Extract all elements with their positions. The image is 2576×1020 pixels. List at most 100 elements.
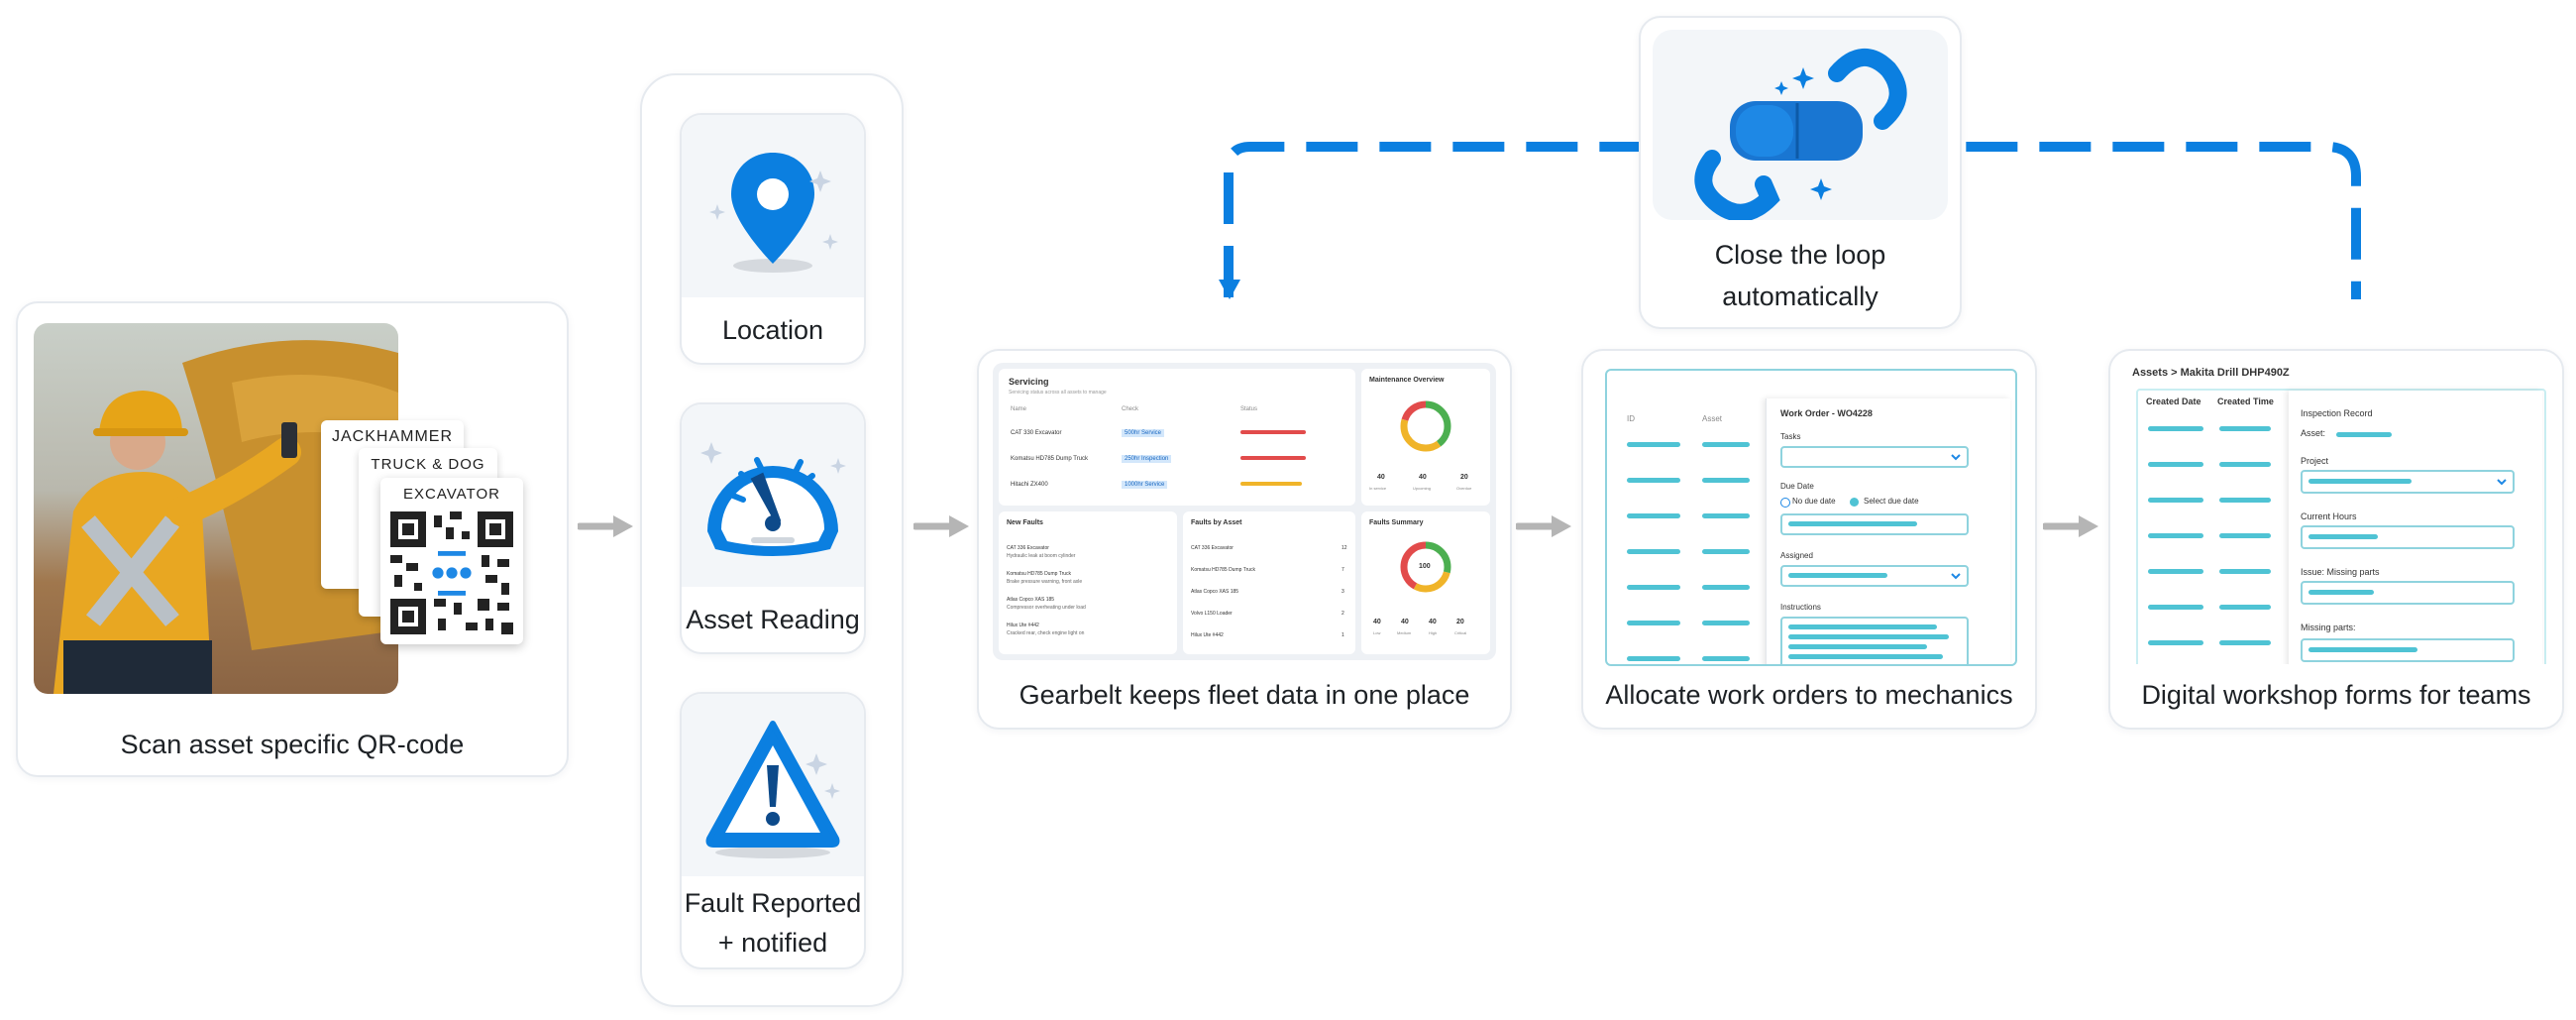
workorder-screenshot: ID Asset Work Order - WO4228 Tasks Due D… xyxy=(1605,369,2017,666)
col-created-time: Created Time xyxy=(2217,397,2274,406)
location-card: Location xyxy=(680,113,866,365)
forms-rows xyxy=(2138,391,2297,664)
loop-card: Close the loop automatically xyxy=(1639,16,1962,329)
summary-value: 40 xyxy=(1373,619,1381,625)
row-placeholder xyxy=(1702,549,1750,554)
loop-tile xyxy=(1653,30,1948,222)
servicing-col-status: Status xyxy=(1240,406,1258,412)
forms-screenshot: Assets > Makita Drill DHP490Z Created Da… xyxy=(2120,361,2552,664)
arrow-right-icon xyxy=(2043,515,2098,537)
faults-summary-panel: Faults Summary 100 40 40 40 20 Low Mediu… xyxy=(1361,511,1490,654)
new-faults-title: New Faults xyxy=(1007,519,1043,526)
maintenance-panel: Maintenance Overview 40 40 20 In service… xyxy=(1361,369,1490,506)
asset-label: Asset: xyxy=(2301,428,2326,438)
servicing-row-name: CAT 330 Excavator xyxy=(1011,430,1062,436)
row-placeholder xyxy=(2148,533,2203,538)
workorders-caption: Allocate work orders to mechanics xyxy=(1605,680,2013,710)
field-value xyxy=(1788,573,1887,578)
fault-caption-line1: Fault Reported xyxy=(684,888,862,918)
field-value xyxy=(1788,624,1937,629)
servicing-col-name: Name xyxy=(1011,406,1027,412)
missing-parts-label: Missing parts: xyxy=(2301,623,2356,632)
byasset-count: 3 xyxy=(1342,589,1344,595)
hours-field[interactable] xyxy=(2301,525,2515,549)
row-placeholder xyxy=(2219,605,2271,610)
asset-value xyxy=(2336,432,2392,437)
field-value xyxy=(1788,634,1949,639)
row-placeholder xyxy=(1702,585,1750,590)
faults-by-asset-panel: Faults by Asset CAT 336 Excavator 12 Kom… xyxy=(1183,511,1355,654)
warning-icon xyxy=(705,721,840,858)
row-placeholder xyxy=(2219,640,2271,645)
project-label: Project xyxy=(2301,456,2329,466)
row-placeholder xyxy=(1627,478,1680,483)
fault-asset: Komatsu HD785 Dump Truck xyxy=(1007,571,1072,577)
byasset-name: CAT 336 Excavator xyxy=(1191,545,1234,551)
row-placeholder xyxy=(2219,533,2271,538)
fault-asset: Atlas Copco XAS 185 xyxy=(1007,597,1055,603)
summary-label: Medium xyxy=(1397,630,1412,635)
row-placeholder xyxy=(1702,478,1750,483)
row-placeholder xyxy=(1627,442,1680,447)
row-placeholder xyxy=(1702,656,1750,661)
new-faults-panel: New Faults CAT 336 Excavator Hydraulic l… xyxy=(999,511,1177,654)
row-placeholder xyxy=(2219,462,2271,467)
workorder-title: Work Order - WO4228 xyxy=(1780,408,1873,418)
byasset-count: 1 xyxy=(1342,632,1344,638)
byasset-count: 2 xyxy=(1342,611,1344,617)
fault-desc: Cracked rear, check engine light on xyxy=(1007,630,1085,636)
arrow-right-icon xyxy=(578,515,633,537)
row-placeholder xyxy=(2148,569,2203,574)
forms-caption: Digital workshop forms for teams xyxy=(2141,680,2531,710)
summary-label: High xyxy=(1429,630,1438,635)
fault-desc: Compressor overheating under load xyxy=(1007,605,1086,611)
missing-parts-field[interactable] xyxy=(2301,638,2515,662)
summary-value: 40 xyxy=(1401,619,1409,625)
maint-label: Upcoming xyxy=(1413,486,1432,491)
byasset-name: Hilux Ute #442 xyxy=(1191,632,1224,638)
field-value xyxy=(1788,644,1927,649)
assigned-dropdown[interactable] xyxy=(1780,565,1969,587)
servicing-row-check: 250hr Inspection xyxy=(1122,455,1172,463)
no-due-radio[interactable] xyxy=(1780,498,1790,508)
instructions-textarea[interactable] xyxy=(1780,617,1969,664)
loop-caption-line2: automatically xyxy=(1722,282,1878,311)
location-caption: Location xyxy=(721,315,824,345)
fleet-card: Servicing Servicing status across all as… xyxy=(977,349,1512,730)
due-date-field[interactable] xyxy=(1780,513,1969,535)
servicing-row-check: 1000hr Service xyxy=(1122,481,1168,489)
row-placeholder xyxy=(1627,656,1680,661)
forms-card: Assets > Makita Drill DHP490Z Created Da… xyxy=(2108,349,2564,730)
row-placeholder xyxy=(2148,605,2203,610)
scan-caption: Scan asset specific QR-code xyxy=(120,730,465,759)
location-tile xyxy=(682,115,864,297)
fault-card: Fault Reported + notified xyxy=(680,692,866,969)
tasks-dropdown[interactable] xyxy=(1780,446,1969,468)
fault-caption-line2: + notified xyxy=(717,928,828,958)
asset-reading-tile xyxy=(682,404,864,587)
faults-summary-title: Faults Summary xyxy=(1369,519,1424,526)
row-placeholder xyxy=(1627,549,1680,554)
chevron-down-icon xyxy=(1951,573,1961,580)
summary-label: Low xyxy=(1373,630,1381,635)
fault-desc: Brake pressure warning, front axle xyxy=(1007,579,1083,585)
maint-value: 20 xyxy=(1460,474,1468,481)
qr-code-icon xyxy=(390,511,513,634)
select-due-radio[interactable] xyxy=(1850,498,1859,507)
status-bar xyxy=(1240,482,1302,486)
servicing-subtitle: Servicing status across all assets to ma… xyxy=(1009,390,1107,396)
chain-link-icon xyxy=(1694,48,1907,222)
row-placeholder xyxy=(2219,498,2271,503)
chevron-down-icon xyxy=(1951,454,1961,461)
field-value xyxy=(1788,521,1917,526)
chevron-down-icon xyxy=(2497,479,2507,486)
record-title: Inspection Record xyxy=(2301,408,2373,418)
maintenance-title: Maintenance Overview xyxy=(1369,377,1445,384)
issue-field[interactable] xyxy=(2301,581,2515,605)
field-value xyxy=(2308,647,2417,652)
scan-card: JACKHAMMER TRUCK & DOG EXCAVATOR Scan as… xyxy=(16,301,569,777)
row-placeholder xyxy=(1702,442,1750,447)
tasks-label: Tasks xyxy=(1780,432,1801,441)
project-dropdown[interactable] xyxy=(2301,470,2515,494)
col-created-date: Created Date xyxy=(2146,397,2201,406)
